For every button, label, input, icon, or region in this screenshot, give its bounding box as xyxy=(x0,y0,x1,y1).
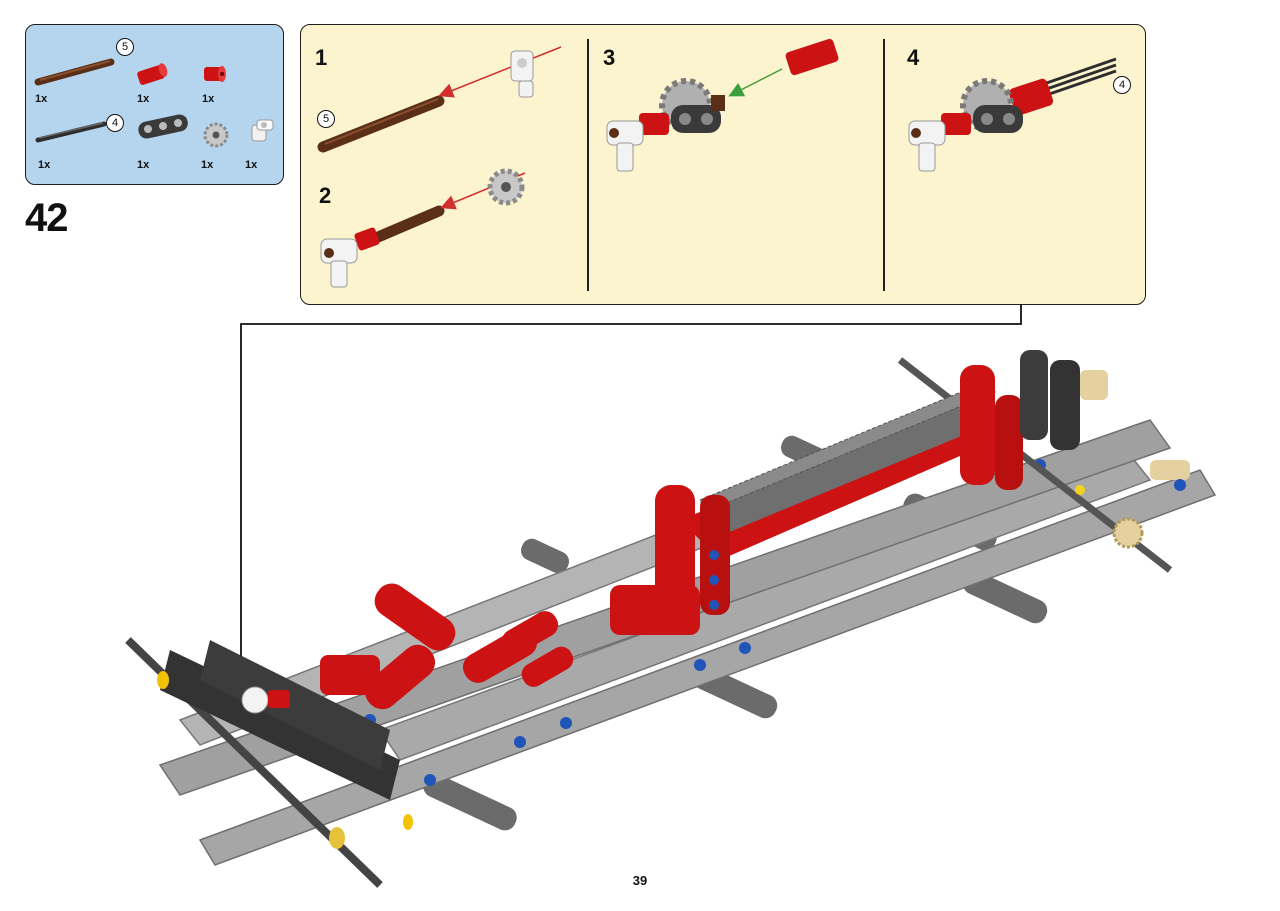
red-bush-part-icon xyxy=(204,66,226,82)
substep-4-illustration xyxy=(908,57,1117,172)
part-quantity: 1x xyxy=(137,159,150,171)
rear-end-brackets xyxy=(1020,350,1190,549)
page-number: 39 xyxy=(632,873,648,888)
black-beam-part-icon xyxy=(138,114,188,139)
substep-number: 3 xyxy=(603,45,616,70)
part-quantity: 1x xyxy=(201,159,214,171)
grey-gear-part-icon xyxy=(203,122,229,148)
substep-number: 1 xyxy=(315,45,328,70)
substep-divider xyxy=(883,39,885,291)
length-badge: 4 xyxy=(106,114,124,132)
length-badge: 4 xyxy=(1113,76,1131,94)
chassis-rails xyxy=(158,419,1217,866)
parts-list-panel: 1x 5 1x 1x 1x 4 1x 1x 1x xyxy=(25,24,284,185)
part-quantity: 1x xyxy=(245,159,258,171)
red-steering-linkage xyxy=(320,583,574,710)
substep-3-illustration xyxy=(606,38,839,172)
part-quantity: 1x xyxy=(137,93,150,105)
part-quantity: 1x xyxy=(38,159,51,171)
substep-number: 4 xyxy=(907,45,920,70)
black-axle-part-icon xyxy=(35,121,107,143)
step-number: 42 xyxy=(25,196,68,240)
yellow-bushes xyxy=(157,671,413,849)
front-black-bracket xyxy=(160,640,400,800)
substep-divider xyxy=(587,39,589,291)
part-quantity: 1x xyxy=(35,93,48,105)
white-connector-part-icon xyxy=(251,119,274,142)
part-quantity: 1x xyxy=(202,93,215,105)
length-badge: 5 xyxy=(116,38,134,56)
parts-list-illustrations xyxy=(34,58,274,148)
subassembly-callout-panel: 1 5 2 3 4 4 xyxy=(300,24,1146,305)
substep-1-illustration xyxy=(317,46,562,153)
red-axle-connector-part-icon xyxy=(137,63,168,85)
substep-2-illustration xyxy=(320,168,526,288)
red-rack-assembly xyxy=(610,365,1023,635)
substep-number: 2 xyxy=(319,183,332,208)
subassembly-illustrations xyxy=(317,38,1117,288)
brown-axle-part-icon xyxy=(34,58,115,86)
length-badge: 5 xyxy=(317,110,335,128)
